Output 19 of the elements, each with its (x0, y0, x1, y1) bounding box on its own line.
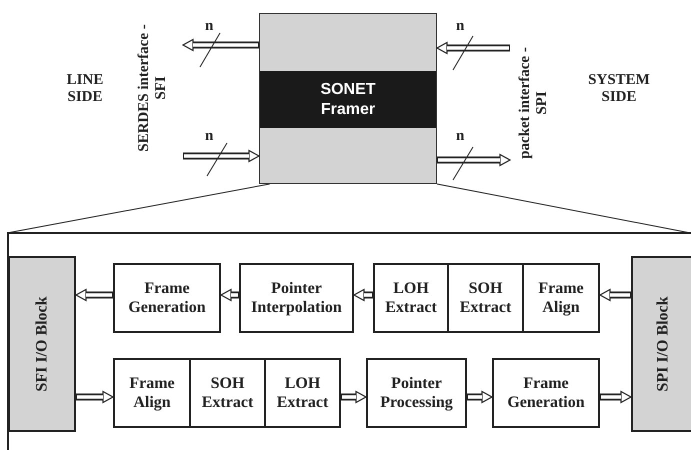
process-block: Pointer Processing (366, 358, 467, 428)
io-block: SPI I/O Block (631, 256, 691, 432)
side-label: LINE SIDE (66, 72, 104, 106)
process-block: LOH Extract (264, 358, 341, 428)
process-block: SOH Extract (447, 263, 524, 333)
io-block: SFI I/O Block (8, 256, 76, 432)
detail-panel (7, 232, 691, 450)
process-block: Pointer Interpolation (239, 263, 354, 333)
framer-chip-box (259, 13, 437, 184)
process-block: Frame Align (113, 358, 191, 428)
interface-label: SERDES interface - SFI (134, 24, 170, 152)
process-block: Frame Align (522, 263, 600, 333)
process-block: SOH Extract (189, 358, 266, 428)
process-block: Frame Generation (113, 263, 221, 333)
interface-label: packet interface - SPI (516, 46, 551, 161)
side-label: SYSTEM SIDE (587, 72, 651, 106)
process-block: LOH Extract (373, 263, 449, 333)
chip-title: SONET Framer (319, 80, 377, 119)
process-block: Frame Generation (492, 358, 600, 428)
